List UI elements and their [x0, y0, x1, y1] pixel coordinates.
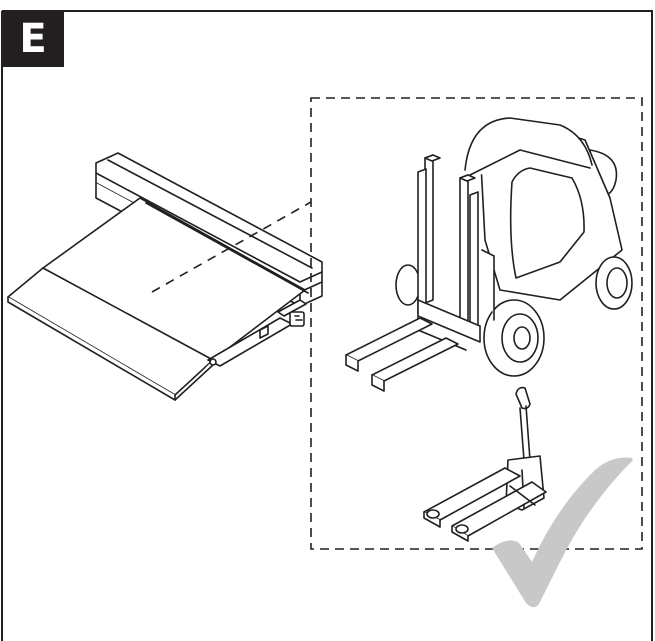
panel-border [1, 10, 653, 641]
panel-label-badge [2, 11, 64, 67]
zoom-box [310, 97, 643, 550]
pallet-jack [423, 386, 547, 542]
dock-leveler [7, 152, 323, 401]
sight-line [151, 201, 312, 293]
checkmark-icon [492, 457, 633, 608]
forklift [345, 117, 633, 392]
panel-label: E [19, 16, 47, 62]
